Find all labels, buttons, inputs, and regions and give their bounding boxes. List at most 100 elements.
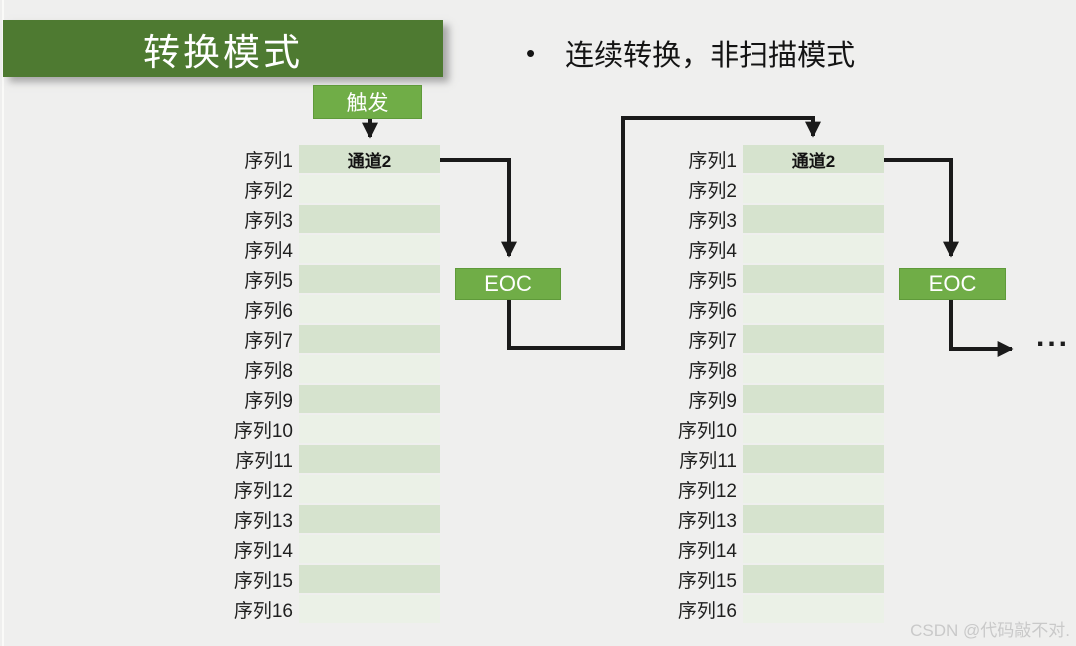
sequence-row: 序列4 [229, 235, 440, 263]
sequence-row: 序列3 [673, 205, 884, 233]
sequence-label: 序列7 [688, 330, 737, 352]
sequence-channel-cell [299, 475, 440, 503]
trigger-label: 触发 [346, 92, 389, 115]
sequence-row: 序列5 [229, 265, 440, 293]
sequence-row: 序列11 [673, 445, 884, 473]
sequence-label: 序列10 [677, 420, 737, 442]
sequence-row: 序列12 [229, 475, 440, 503]
sequence-row: 序列9 [229, 385, 440, 413]
sequence-label: 序列9 [688, 390, 737, 412]
sequence-row: 序列13 [673, 505, 884, 533]
sequence-row: 序列12 [673, 475, 884, 503]
sequence-row: 序列10 [229, 415, 440, 443]
arrow-channel2-right-to-eoc-right [884, 158, 959, 258]
sequence-label: 序列3 [244, 210, 293, 232]
eoc-label: EOC [484, 271, 532, 296]
sequence-label: 序列12 [233, 480, 293, 502]
sequence-label: 序列12 [677, 480, 737, 502]
eoc-label: EOC [928, 271, 977, 296]
sequence-row: 序列15 [229, 565, 440, 593]
sequence-row: 序列6 [229, 295, 440, 323]
sequence-label: 序列5 [688, 270, 737, 292]
bullet-text: 连续转换，非扫描模式 [565, 40, 856, 72]
eoc-box-left: EOC [455, 268, 561, 300]
sequence-label: 序列1 [688, 150, 737, 172]
sequence-channel-cell [743, 385, 884, 413]
watermark: CSDN @代码敲不对. [910, 621, 1070, 640]
sequence-channel-cell [743, 505, 884, 533]
sequence-label: 序列6 [244, 300, 293, 322]
sequence-channel-cell [743, 295, 884, 323]
sequence-label: 序列13 [233, 510, 293, 532]
sequence-row: 序列4 [673, 235, 884, 263]
continuation-ellipsis: ... [1036, 320, 1071, 353]
sequence-channel-cell [299, 565, 440, 593]
sequence-label: 序列2 [244, 180, 293, 202]
sequence-channel-cell [299, 295, 440, 323]
sequence-channel-cell [743, 415, 884, 443]
sequence-label: 序列15 [677, 570, 737, 592]
sequence-row: 序列3 [229, 205, 440, 233]
sequence-label: 序列13 [677, 510, 737, 532]
sequence-channel-cell [743, 595, 884, 623]
sequence-channel-cell [743, 355, 884, 383]
sequence-label: 序列2 [688, 180, 737, 202]
sequence-channel-cell [743, 475, 884, 503]
sequence-channel-cell [743, 535, 884, 563]
trigger-box: 触发 [313, 85, 422, 119]
sequence-row: 序列7 [229, 325, 440, 353]
sequence-label: 序列6 [688, 300, 737, 322]
sequence-label: 序列9 [244, 390, 293, 412]
sequence-row: 序列2 [673, 175, 884, 203]
sequence-label: 序列15 [233, 570, 293, 592]
sequence-label: 序列4 [244, 240, 293, 262]
sequence-row: 序列9 [673, 385, 884, 413]
sequence-row: 序列14 [229, 535, 440, 563]
sequence-label: 序列16 [233, 600, 293, 622]
page-title: 转换模式 [143, 31, 303, 73]
sequence-channel-cell [299, 235, 440, 263]
sequence-row: 序列1 通道2 [229, 145, 440, 173]
slide-left-edge [2, 0, 4, 646]
sequence-channel-cell [299, 445, 440, 473]
sequence-channel-cell [299, 205, 440, 233]
sequence-channel-cell [299, 385, 440, 413]
sequence-table-right: 序列1 通道2 序列2 序列3 序列4 序列5 序列6 序列7 序列8 序列9 … [673, 145, 884, 625]
sequence-label: 序列5 [244, 270, 293, 292]
sequence-label: 序列11 [679, 450, 737, 472]
sequence-row: 序列16 [673, 595, 884, 623]
sequence-row: 序列2 [229, 175, 440, 203]
sequence-label: 序列1 [244, 150, 293, 172]
sequence-channel-cell: 通道2 [743, 145, 884, 173]
sequence-row: 序列14 [673, 535, 884, 563]
sequence-label: 序列16 [677, 600, 737, 622]
arrow-eoc-right-to-ellipsis [949, 300, 1014, 357]
sequence-channel-cell [299, 265, 440, 293]
sequence-channel-cell [299, 415, 440, 443]
sequence-row: 序列5 [673, 265, 884, 293]
sequence-channel-cell [299, 505, 440, 533]
sequence-row: 序列8 [673, 355, 884, 383]
sequence-channel-cell: 通道2 [299, 145, 440, 173]
sequence-channel-cell [299, 355, 440, 383]
sequence-channel-cell [743, 205, 884, 233]
bullet-marker-icon: • [526, 37, 536, 68]
sequence-channel-cell [299, 535, 440, 563]
sequence-row: 序列11 [229, 445, 440, 473]
sequence-table-left: 序列1 通道2 序列2 序列3 序列4 序列5 序列6 序列7 序列8 序列9 … [229, 145, 440, 625]
sequence-label: 序列7 [244, 330, 293, 352]
eoc-box-right: EOC [899, 268, 1006, 300]
sequence-label: 序列3 [688, 210, 737, 232]
sequence-label: 序列4 [688, 240, 737, 262]
sequence-channel-cell [743, 565, 884, 593]
sequence-channel-cell [743, 325, 884, 353]
sequence-row: 序列7 [673, 325, 884, 353]
bullet-item: • 连续转换，非扫描模式 [526, 32, 855, 74]
sequence-channel-cell [743, 235, 884, 263]
sequence-label: 序列10 [233, 420, 293, 442]
sequence-channel-cell [743, 265, 884, 293]
sequence-row: 序列15 [673, 565, 884, 593]
sequence-channel-cell [299, 325, 440, 353]
sequence-label: 序列14 [677, 540, 737, 562]
